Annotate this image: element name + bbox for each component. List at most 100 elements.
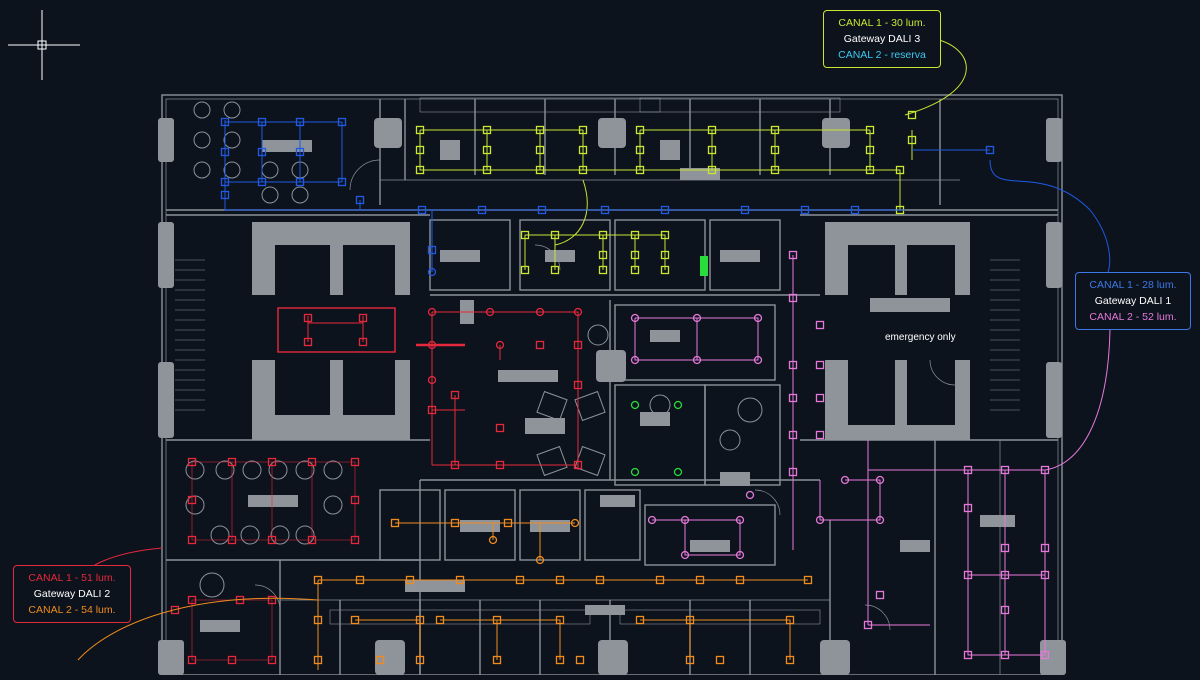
light-fixture-icon (573, 460, 583, 470)
light-fixture-icon-group-orange (313, 518, 813, 665)
light-fixture-icon (350, 615, 360, 625)
light-fixture-icon (415, 125, 425, 135)
light-fixture-icon (495, 340, 505, 350)
light-fixture-icon (660, 205, 670, 215)
light-fixture-icon (515, 575, 525, 585)
gateway-dali3-label[interactable]: CANAL 1 - 30 lum. Gateway DALI 3 CANAL 2… (823, 10, 941, 68)
light-fixture-icon-group-yg (415, 110, 917, 275)
light-fixture-icon (600, 205, 610, 215)
light-fixture-icon (630, 265, 640, 275)
light-fixture-icon (635, 125, 645, 135)
light-fixture-icon (187, 495, 197, 505)
light-fixture-icon (482, 125, 492, 135)
light-fixture-icon (267, 457, 277, 467)
light-fixture-icon (735, 515, 745, 525)
light-fixture-icon (307, 535, 317, 545)
light-fixture-icon (295, 117, 305, 127)
light-fixture-icon (647, 515, 657, 525)
light-fixture-icon (1000, 650, 1010, 660)
light-fixture-icon (680, 515, 690, 525)
light-fixture-icon (267, 595, 277, 605)
light-fixture-icon (707, 165, 717, 175)
light-fixture-icon (692, 313, 702, 323)
light-fixture-icon (220, 117, 230, 127)
light-fixture-icon (375, 655, 385, 665)
light-fixture-icon (227, 457, 237, 467)
light-fixture-icon (575, 655, 585, 665)
light-fixture-icon (435, 615, 445, 625)
light-fixture-icon (660, 265, 670, 275)
light-fixture-icon (573, 307, 583, 317)
light-fixture-icon (257, 177, 267, 187)
light-fixture-icon (803, 575, 813, 585)
light-fixture-icon (495, 423, 505, 433)
light-fixture-icon (313, 575, 323, 585)
light-fixture-icon (578, 145, 588, 155)
light-fixture-icon (1000, 605, 1010, 615)
light-fixture-icon (578, 165, 588, 175)
light-fixture-icon (415, 165, 425, 175)
light-fixture-icon (187, 655, 197, 665)
gateway-dali2-label[interactable]: CANAL 1 - 51 lum. Gateway DALI 2 CANAL 2… (13, 565, 131, 623)
light-fixture-icon (692, 355, 702, 365)
light-fixture-icon (788, 467, 798, 477)
light-fixture-icon (535, 340, 545, 350)
circuit-canal1-dali2 (87, 307, 579, 661)
light-fixture-icon (963, 570, 973, 580)
light-fixture-icon (598, 230, 608, 240)
light-fixture-icon (598, 265, 608, 275)
light-fixture-icon (630, 250, 640, 260)
light-fixture-icon (673, 400, 683, 410)
light-fixture-icon (1000, 465, 1010, 475)
light-fixture-icon (1040, 650, 1050, 660)
light-fixture-icon (415, 615, 425, 625)
light-fixture-icon (350, 457, 360, 467)
light-fixture-icon (630, 467, 640, 477)
light-fixture-icon (520, 265, 530, 275)
light-fixture-icon (695, 575, 705, 585)
light-fixture-icon (735, 575, 745, 585)
light-fixture-icon (358, 313, 368, 323)
exit-sign-icon (700, 256, 708, 276)
light-fixture-icon-group-red (170, 307, 583, 665)
light-fixture-icon (875, 475, 885, 485)
light-fixture-icon (535, 145, 545, 155)
light-fixture-icon (303, 313, 313, 323)
light-fixture-icon (788, 360, 798, 370)
light-fixture-icon (187, 535, 197, 545)
light-fixture-icon (573, 340, 583, 350)
light-fixture-icon (427, 307, 437, 317)
light-fixture-icon (740, 205, 750, 215)
light-fixture-icon (635, 615, 645, 625)
light-fixture-icon (307, 457, 317, 467)
light-fixture-icon (635, 165, 645, 175)
light-fixture-icon (537, 205, 547, 215)
light-fixture-icon (907, 110, 917, 120)
light-fixture-icon (492, 615, 502, 625)
light-fixture-icon (1000, 570, 1010, 580)
light-fixture-icon (337, 117, 347, 127)
light-fixture-icon (257, 147, 267, 157)
light-fixture-icon (598, 250, 608, 260)
light-fixture-icon (907, 135, 917, 145)
light-fixture-icon (735, 550, 745, 560)
light-fixture-icon (788, 393, 798, 403)
light-fixture-icon (415, 655, 425, 665)
gateway-dali2-name: Gateway DALI 2 (33, 588, 111, 600)
light-fixture-icon (535, 307, 545, 317)
light-fixture-icon (680, 550, 690, 560)
light-fixture-icon (655, 575, 665, 585)
light-fixture-icon (267, 535, 277, 545)
light-fixture-icon (313, 655, 323, 665)
light-fixture-icon (963, 503, 973, 513)
gateway-dali1-label[interactable]: CANAL 1 - 28 lum. Gateway DALI 1 CANAL 2… (1075, 272, 1191, 330)
light-fixture-icon (187, 595, 197, 605)
light-fixture-icon (555, 615, 565, 625)
light-fixture-icon (427, 267, 437, 277)
light-fixture-icon (745, 490, 755, 500)
light-fixture-icon (753, 313, 763, 323)
light-fixture-icon (815, 320, 825, 330)
circuit-canal2-dali2 (77, 522, 808, 670)
